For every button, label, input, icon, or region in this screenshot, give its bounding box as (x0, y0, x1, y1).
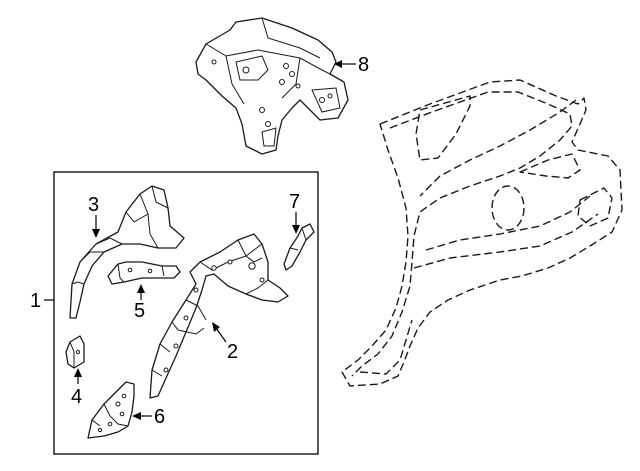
part-3-wheelhouse-inner (69, 185, 185, 319)
part-7-reinforcement (283, 223, 315, 271)
callout-4-label: 4 (71, 386, 82, 408)
callout-3-label: 3 (88, 194, 99, 216)
callout-6-label: 6 (154, 406, 165, 428)
callout-7-label: 7 (289, 191, 300, 213)
body-side-outline-phantom (341, 79, 623, 387)
callout-8-label: 8 (358, 54, 369, 76)
callout-4: 4 (71, 368, 82, 408)
callout-2: 2 (212, 322, 238, 363)
callout-1: 1 (30, 290, 54, 312)
part-6-lower-bracket (87, 381, 135, 439)
callout-5: 5 (134, 284, 145, 322)
callout-7: 7 (289, 191, 300, 234)
callout-6: 6 (132, 406, 165, 428)
callout-8: 8 (334, 54, 369, 76)
assembly-group-box (53, 171, 319, 455)
callout-1-label: 1 (30, 290, 41, 312)
part-2-quarter-inner-lower (149, 233, 289, 399)
part-5-bracket (107, 261, 181, 285)
part-4-bracket (65, 335, 85, 369)
callout-5-label: 5 (134, 300, 145, 322)
callout-2-label: 2 (227, 341, 238, 363)
part-8-quarter-inner-upper (195, 17, 349, 155)
callout-3: 3 (88, 194, 100, 238)
